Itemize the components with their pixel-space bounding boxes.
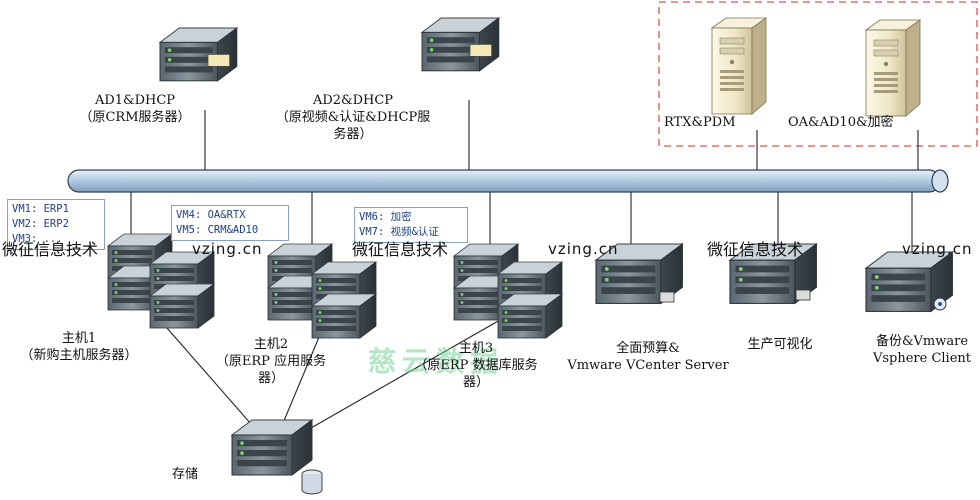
- tower-rtx-pdm: [711, 17, 767, 115]
- label-viz: 生产可视化: [730, 336, 830, 353]
- label-storage: 存储: [172, 467, 199, 482]
- vm-line: VM3: ...: [12, 233, 63, 245]
- vm-line: VM6: 加密: [359, 211, 412, 223]
- vm-box-host2: VM4: OA&RTX VM5: CRM&AD10: [171, 205, 289, 241]
- label-host2-line1: 主机2: [253, 337, 289, 352]
- vm-line: VM2: ERP2: [12, 218, 69, 230]
- label-ad1: AD1&DHCP （原CRM服务器）: [60, 92, 210, 126]
- label-ad1-line2: （原CRM服务器）: [79, 110, 191, 125]
- label-budget: 全面预算& Vmware VCenter Server: [560, 340, 736, 374]
- tower-oa-ad10: [865, 19, 921, 117]
- label-host3-line2: （原ERP 数据库服务: [414, 358, 538, 373]
- label-host3: 主机3 （原ERP 数据库服务 器）: [396, 340, 556, 391]
- label-backup-line1: 备份&Vmware: [875, 334, 969, 349]
- label-host3-line3: 器）: [462, 375, 489, 390]
- watermark-cn-1: 微征信息技术: [2, 240, 99, 259]
- label-backup-line2: Vsphere Client: [872, 351, 972, 366]
- watermark-en-1: vzing.cn: [192, 240, 263, 258]
- watermark-green: 慈云数据: [368, 345, 505, 378]
- vm-box-host1: VM1: ERP1 VM2: ERP2 VM3: ...: [7, 199, 105, 250]
- label-rtx: RTX&PDM: [664, 115, 736, 130]
- storage-disk-icon: [301, 469, 323, 495]
- label-oa: OA&AD10&加密: [788, 115, 894, 130]
- network-bus: [67, 169, 949, 193]
- vm-line: VM7: 视频&认证: [359, 226, 439, 238]
- watermark-en-3: vzing.cn: [902, 240, 973, 258]
- vm-line: VM1: ERP1: [12, 203, 69, 215]
- watermark-cn-3: 微征信息技术: [707, 240, 804, 259]
- label-host1-line2: （新购主机服务器）: [20, 348, 138, 363]
- label-viz-line1: 生产可视化: [747, 337, 813, 352]
- label-budget-line1: 全面预算&: [616, 341, 680, 356]
- vm-box-host3: VM6: 加密 VM7: 视频&认证: [354, 207, 468, 243]
- dashed-group-border: [658, 1, 978, 147]
- label-ad2-line2: （原视频&认证&DHCP服: [275, 110, 431, 125]
- host3-cluster: [453, 243, 563, 339]
- label-host3-line1: 主机3: [458, 341, 494, 356]
- vm-line: VM5: CRM&AD10: [176, 224, 259, 236]
- server-ad2: [421, 17, 500, 72]
- label-host1: 主机1 （新购主机服务器）: [4, 330, 154, 364]
- label-host1-line1: 主机1: [61, 331, 97, 346]
- label-ad2-line1: AD2&DHCP: [312, 93, 394, 108]
- storage-unit: [231, 419, 313, 476]
- server-ad1: [159, 27, 238, 82]
- label-backup: 备份&Vmware Vsphere Client: [866, 333, 978, 367]
- watermark-en-2: vzing.cn: [548, 240, 619, 258]
- label-host2: 主机2 （原ERP 应用服务 器）: [196, 336, 346, 387]
- label-host2-line2: （原ERP 应用服务: [215, 354, 327, 369]
- label-ad2-line3: 务器）: [333, 127, 373, 142]
- label-host2-line3: 器）: [257, 371, 284, 386]
- vm-line: VM4: OA&RTX: [176, 209, 246, 221]
- label-ad1-line1: AD1&DHCP: [94, 93, 176, 108]
- label-ad2: AD2&DHCP （原视频&认证&DHCP服 务器）: [268, 92, 438, 143]
- label-budget-line2: Vmware VCenter Server: [567, 358, 729, 373]
- watermark-cn-2: 微征信息技术: [352, 240, 449, 259]
